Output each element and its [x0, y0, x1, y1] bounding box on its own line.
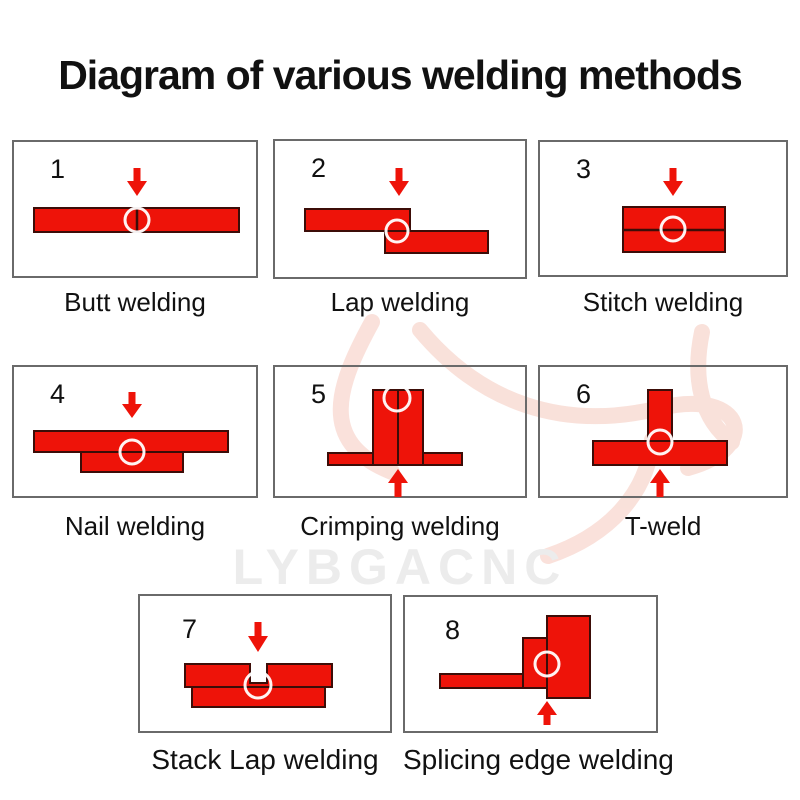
caption-t-weld: T-weld [624, 511, 702, 541]
weld-joint-circle [533, 650, 561, 678]
weld-joint-circle [659, 215, 687, 243]
panel-number: 5 [311, 379, 327, 409]
crimping-welding-diagram [327, 383, 463, 497]
panel-stack-lap-welding: 7 [138, 594, 392, 733]
panel-crimping-welding: 5 [273, 365, 527, 498]
weld-joint-circle [243, 670, 273, 700]
watermark-text: LYBGACNC [232, 539, 568, 595]
panel-number: 3 [576, 154, 592, 184]
up-arrow-icon [537, 701, 557, 725]
weld-joint-circle [384, 218, 410, 244]
panel-splicing-edge-welding: 8 [403, 595, 658, 733]
caption-stack-lap-welding: Stack Lap welding [151, 744, 379, 775]
watermark-swirl [690, 324, 740, 450]
workpiece-bar-upper [304, 208, 411, 232]
workpiece-bar-lower [384, 230, 489, 254]
panel-number: 8 [445, 615, 461, 645]
caption-butt-welding: Butt welding [64, 287, 206, 317]
notched-bar-upper [184, 663, 333, 688]
nail-welding-diagram [33, 392, 229, 473]
weld-joint-circle [118, 438, 146, 466]
up-arrow-icon [650, 469, 670, 497]
caption-splicing-edge-welding: Splicing edge welding [403, 744, 674, 775]
down-arrow-icon [663, 168, 683, 196]
panel-stitch-welding: 3 [538, 140, 788, 277]
t-weld-diagram [592, 389, 728, 497]
panel-butt-welding: 1 [12, 140, 258, 278]
edge-block [546, 615, 591, 699]
down-arrow-icon [389, 168, 409, 196]
up-arrow-icon [388, 469, 408, 497]
panel-number: 2 [311, 153, 327, 183]
stack-lap-welding-diagram [184, 622, 333, 708]
caption-crimping-welding: Crimping welding [300, 511, 500, 541]
caption-nail-welding: Nail welding [64, 511, 206, 541]
weld-joint-circle [123, 206, 151, 234]
caption-lap-welding: Lap welding [330, 287, 470, 317]
panel-t-weld: 6 [538, 365, 788, 498]
butt-welding-diagram [33, 168, 240, 234]
panel-number: 7 [182, 614, 198, 644]
page-title: Diagram of various welding methods [58, 52, 743, 98]
panel-number: 1 [50, 154, 66, 184]
down-arrow-icon [122, 392, 142, 418]
panel-lap-welding: 2 [273, 139, 527, 279]
weld-joint-circle [382, 383, 412, 413]
caption-stitch-welding: Stitch welding [582, 287, 744, 317]
panel-number: 6 [576, 379, 592, 409]
lap-welding-diagram [304, 168, 489, 254]
splicing-edge-welding-diagram [439, 615, 591, 725]
down-arrow-icon [248, 622, 268, 652]
down-arrow-icon [127, 168, 147, 196]
weld-joint-circle [646, 428, 674, 456]
workpiece-bar-lower [80, 451, 184, 473]
stitch-welding-diagram [622, 168, 726, 253]
panel-number: 4 [50, 379, 66, 409]
panel-nail-welding: 4 [12, 365, 258, 498]
